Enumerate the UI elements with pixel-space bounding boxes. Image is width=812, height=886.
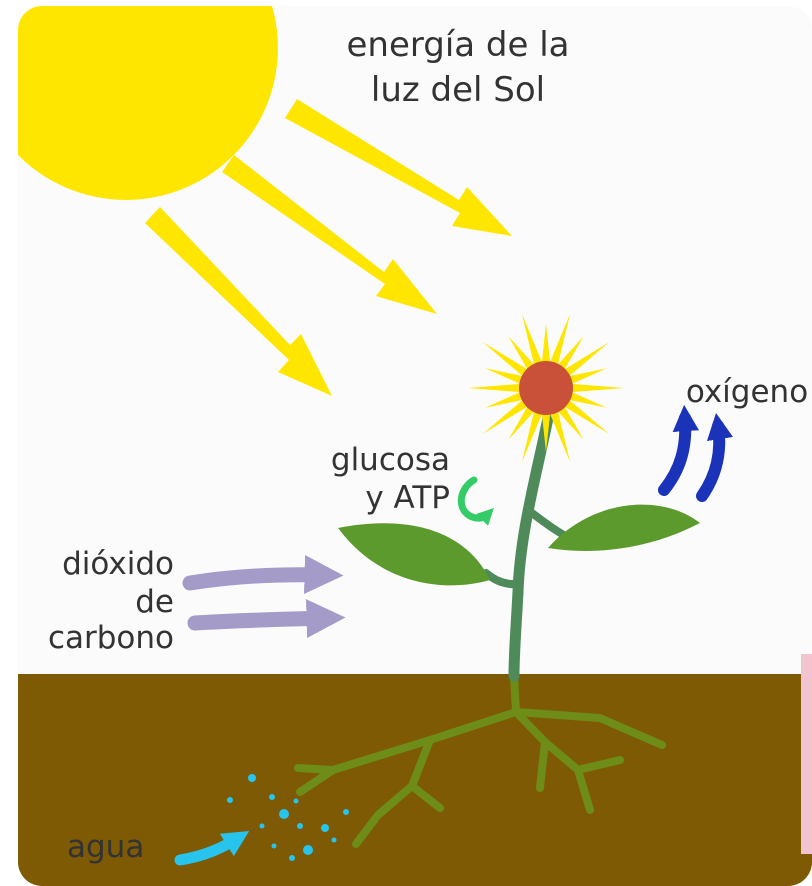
sunlight-arrow-2 bbox=[222, 155, 437, 314]
petals bbox=[468, 313, 624, 463]
glucose-label-line2: y ATP bbox=[365, 480, 450, 516]
petal bbox=[468, 383, 521, 393]
edge-accent bbox=[801, 654, 812, 854]
petal bbox=[485, 391, 523, 408]
sunlight-label-line2: luz del Sol bbox=[371, 70, 545, 110]
petal bbox=[521, 313, 543, 365]
petal bbox=[564, 342, 610, 377]
stem bbox=[508, 402, 556, 682]
water-droplet bbox=[271, 843, 277, 849]
sunlight-arrow-3 bbox=[145, 207, 332, 396]
co2-label-line1: dióxido bbox=[62, 546, 174, 582]
petal bbox=[508, 406, 535, 440]
co2-arrow-2 bbox=[187, 599, 346, 639]
petal bbox=[549, 313, 571, 365]
water-arrow bbox=[174, 831, 250, 866]
petal bbox=[508, 336, 535, 370]
root bbox=[294, 764, 337, 774]
water-label: agua bbox=[67, 829, 144, 865]
root bbox=[352, 736, 434, 848]
oxygen-arrows bbox=[658, 404, 734, 502]
water-droplet bbox=[343, 809, 349, 815]
water-droplet bbox=[321, 824, 329, 832]
petal bbox=[482, 399, 528, 434]
petal bbox=[557, 336, 584, 370]
co2-label-line3: carbono bbox=[48, 620, 174, 656]
root bbox=[512, 708, 594, 814]
roots bbox=[294, 671, 666, 848]
petal bbox=[521, 411, 543, 463]
petal bbox=[541, 413, 551, 452]
water-droplet bbox=[227, 797, 233, 803]
sunlight-label-line1: energía de la bbox=[346, 25, 569, 65]
water-droplet bbox=[297, 823, 303, 829]
root bbox=[536, 738, 549, 792]
root bbox=[408, 782, 444, 812]
water-droplet bbox=[248, 774, 256, 782]
diagram-frame: energía de la luz del Sol oxígeno glucos… bbox=[18, 6, 812, 886]
petal bbox=[549, 411, 571, 463]
leaf-stalk-left bbox=[482, 569, 522, 589]
water-droplet bbox=[331, 837, 337, 843]
flower-icon bbox=[468, 313, 624, 463]
petal bbox=[482, 342, 528, 377]
water-droplet bbox=[269, 794, 275, 800]
leaf-right bbox=[548, 504, 700, 551]
root bbox=[574, 756, 624, 774]
glucose-label-line1: glucosa bbox=[331, 442, 450, 478]
petal bbox=[557, 406, 584, 440]
leaf-left bbox=[338, 523, 490, 586]
co2-arrow-1 bbox=[182, 555, 344, 594]
water-droplet bbox=[279, 809, 289, 819]
sunlight-arrows bbox=[145, 99, 512, 396]
sun-icon bbox=[18, 6, 278, 200]
water-droplet bbox=[303, 845, 313, 855]
oxygen-arrow-2 bbox=[696, 412, 734, 502]
petal bbox=[564, 399, 610, 434]
water-droplet bbox=[293, 798, 299, 804]
co2-arrows bbox=[182, 555, 346, 639]
co2-label-line2: de bbox=[135, 584, 174, 620]
flower-center bbox=[519, 361, 573, 415]
oxygen-label: oxígeno bbox=[686, 374, 808, 410]
petal bbox=[569, 368, 607, 385]
curved-arrow-icon bbox=[457, 476, 494, 526]
petal bbox=[485, 368, 523, 385]
oxygen-arrow-1 bbox=[658, 404, 700, 496]
water-droplets bbox=[227, 774, 349, 861]
water-droplet bbox=[289, 855, 295, 861]
root bbox=[512, 708, 666, 749]
petal bbox=[541, 324, 551, 363]
sunlight-arrow-1 bbox=[285, 99, 512, 236]
petal bbox=[569, 391, 607, 408]
petal bbox=[571, 383, 624, 393]
water-droplet bbox=[259, 823, 265, 829]
